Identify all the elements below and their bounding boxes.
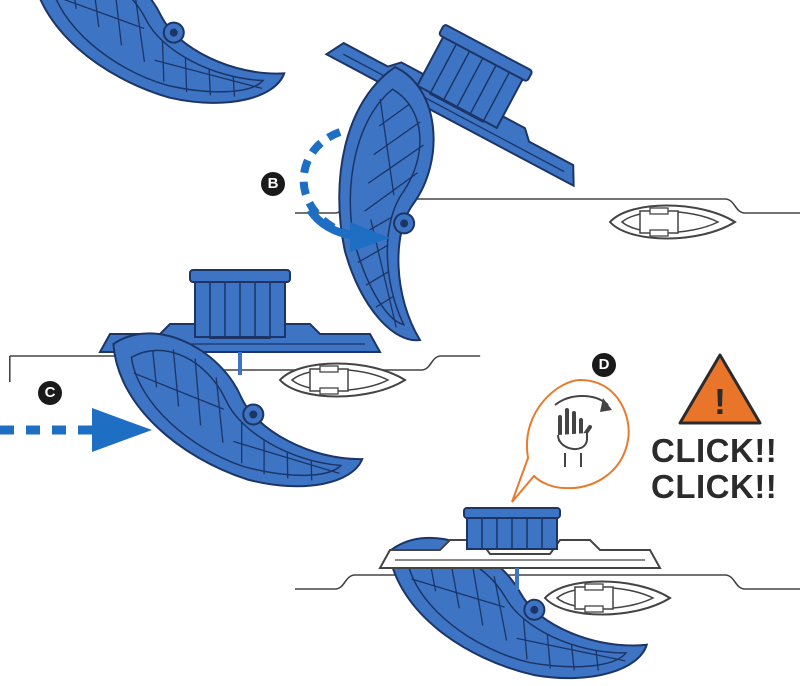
click-text-line-1: CLICK!! xyxy=(651,432,778,469)
step-d-base xyxy=(378,539,662,569)
step-c-rail xyxy=(279,362,406,398)
step-d-roof-profile xyxy=(295,574,800,590)
hand-turning-bubble xyxy=(511,378,630,503)
step-b-badge: B xyxy=(261,172,285,196)
rotation-arrow-icon xyxy=(554,395,612,412)
step-a-lever xyxy=(15,0,298,115)
hand-turning-icon xyxy=(557,408,592,467)
step-c-roof-profile xyxy=(9,355,481,382)
step-d-badge: D xyxy=(592,353,616,377)
step-d-rail xyxy=(544,580,671,616)
step-c-push-arrow xyxy=(0,408,152,452)
click-text-line-2: CLICK!! xyxy=(651,468,778,505)
warning-symbol: ! xyxy=(714,381,726,422)
step-b-rail xyxy=(609,204,736,240)
step-d-knob xyxy=(463,507,561,550)
step-b-rotate-arrow xyxy=(299,128,390,252)
step-c-badge: C xyxy=(38,381,62,405)
warning-triangle-icon: ! xyxy=(678,353,762,425)
